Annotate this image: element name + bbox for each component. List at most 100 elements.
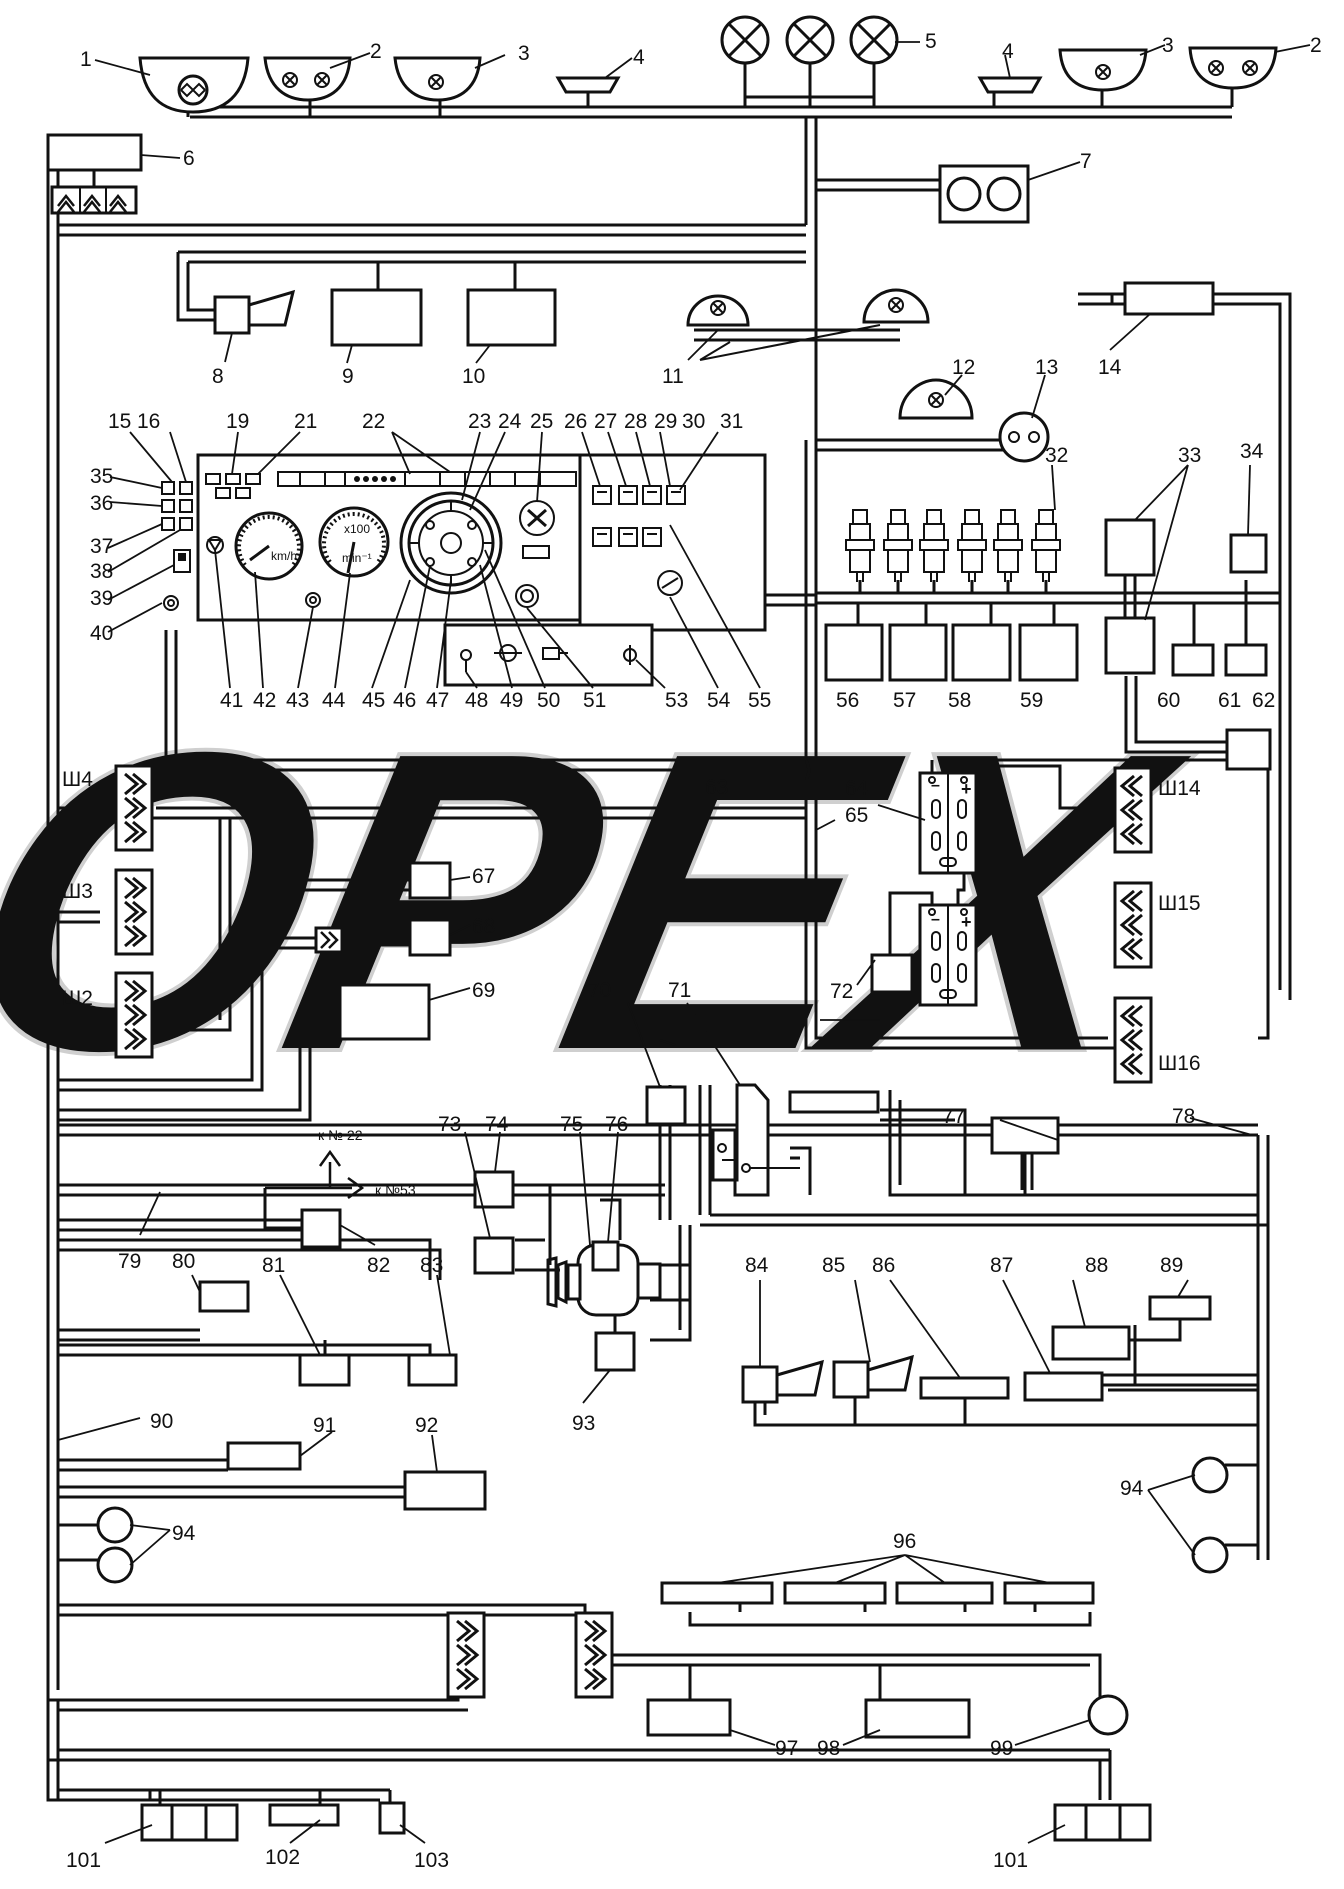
unit-93 [594, 1331, 636, 1372]
unit-96-b [783, 1581, 887, 1605]
label-32: 32 [1045, 444, 1068, 467]
unit-33-top [1104, 518, 1156, 577]
label-14: 14 [1098, 356, 1122, 379]
label-72: 72 [830, 980, 853, 1003]
connector-bottom-left [446, 1611, 486, 1699]
label-22: 22 [362, 410, 385, 433]
socket-13 [998, 411, 1050, 463]
label-5: 5 [925, 30, 937, 53]
label-55: 55 [748, 689, 771, 712]
unit-82 [300, 1208, 342, 1249]
tacho-scale: x100 [344, 522, 370, 536]
label-41: 41 [220, 689, 243, 712]
label-102: 102 [265, 1846, 300, 1869]
ref-arrow-53 [263, 1176, 365, 1230]
unit-88 [1051, 1325, 1131, 1361]
horn-84 [741, 1359, 824, 1404]
unit-96-c [895, 1581, 994, 1605]
label-2-right: 2 [1310, 34, 1322, 57]
label-7: 7 [1080, 150, 1092, 173]
unit-58 [951, 623, 1012, 682]
label-69: 69 [472, 979, 495, 1002]
unit-34 [1229, 533, 1268, 574]
connector-bottom-right [574, 1611, 614, 1699]
unit-89 [1148, 1295, 1212, 1321]
label-84: 84 [745, 1254, 769, 1277]
label-81: 81 [262, 1254, 285, 1277]
battery-plus: + [961, 779, 972, 799]
label-30: 30 [682, 410, 705, 433]
battery-minus: – [931, 777, 940, 794]
label-99: 99 [990, 1737, 1013, 1760]
label-4-right: 4 [1002, 40, 1014, 63]
label-46: 46 [393, 689, 416, 712]
block-101-right [1053, 1803, 1152, 1842]
label-38: 38 [90, 560, 113, 583]
unit-97 [646, 1698, 732, 1737]
headlight-1 [138, 56, 250, 114]
unit-33-bottom [1104, 616, 1156, 675]
label-35: 35 [90, 465, 113, 488]
watermark: OPEX [0, 661, 1217, 1142]
unit-14 [1123, 281, 1215, 316]
unit-68 [408, 918, 452, 957]
label-8: 8 [212, 365, 224, 388]
connector-sh16 [1113, 996, 1153, 1084]
label-94-left: 94 [172, 1522, 196, 1545]
unit-73 [473, 1236, 515, 1275]
side-marker-4-right [977, 76, 1043, 94]
label-2-left: 2 [370, 40, 382, 63]
label-88: 88 [1085, 1254, 1108, 1277]
connector-sh14 [1113, 766, 1153, 854]
unit-61 [1224, 643, 1268, 677]
label-23: 23 [468, 410, 491, 433]
label-70: 70 [588, 979, 611, 1002]
lamps-94-left [96, 1506, 134, 1584]
unit-60 [1171, 643, 1215, 677]
label-28: 28 [624, 410, 647, 433]
ref-arrow-22 [318, 1149, 342, 1188]
label-13: 13 [1035, 356, 1058, 379]
unit-69 [338, 983, 431, 1041]
label-sh2: Ш2 [62, 987, 93, 1010]
front-light-3-right [1058, 48, 1148, 92]
label-51: 51 [583, 689, 606, 712]
label-85: 85 [822, 1254, 845, 1277]
label-57: 57 [893, 689, 916, 712]
label-93: 93 [572, 1412, 595, 1435]
label-ref-22: к № 22 [318, 1127, 363, 1143]
connector-6 [50, 170, 138, 215]
connector-sh4 [114, 764, 154, 852]
battery-72 [918, 903, 978, 1007]
label-54: 54 [707, 689, 731, 712]
label-37: 37 [90, 535, 113, 558]
label-34: 34 [1240, 440, 1264, 463]
label-sh16: Ш16 [1158, 1052, 1201, 1075]
label-65: 65 [845, 804, 868, 827]
label-39: 39 [90, 587, 113, 610]
label-67: 67 [472, 865, 495, 888]
label-3-left: 3 [518, 42, 530, 65]
label-60: 60 [1157, 689, 1180, 712]
label-63: 63 [705, 776, 728, 799]
front-light-2-right [1188, 46, 1278, 90]
label-sh14: Ш14 [1158, 777, 1201, 800]
unit-70 [645, 1085, 687, 1126]
label-101-right: 101 [993, 1849, 1028, 1872]
label-21: 21 [294, 410, 317, 433]
label-80: 80 [172, 1250, 195, 1273]
label-44: 44 [322, 689, 346, 712]
label-56: 56 [836, 689, 859, 712]
front-light-2-left [263, 56, 352, 102]
label-103: 103 [414, 1849, 449, 1872]
relay-row-32 [845, 509, 1061, 583]
label-29: 29 [654, 410, 677, 433]
unit-96-d [1003, 1581, 1095, 1605]
label-42: 42 [253, 689, 276, 712]
label-45: 45 [362, 689, 385, 712]
lamp-11-right [862, 288, 930, 324]
instrument-panel: km/h x100 min⁻¹ [161, 453, 815, 687]
label-36: 36 [90, 492, 113, 515]
label-sh15: Ш15 [1158, 892, 1201, 915]
label-47: 47 [426, 689, 449, 712]
